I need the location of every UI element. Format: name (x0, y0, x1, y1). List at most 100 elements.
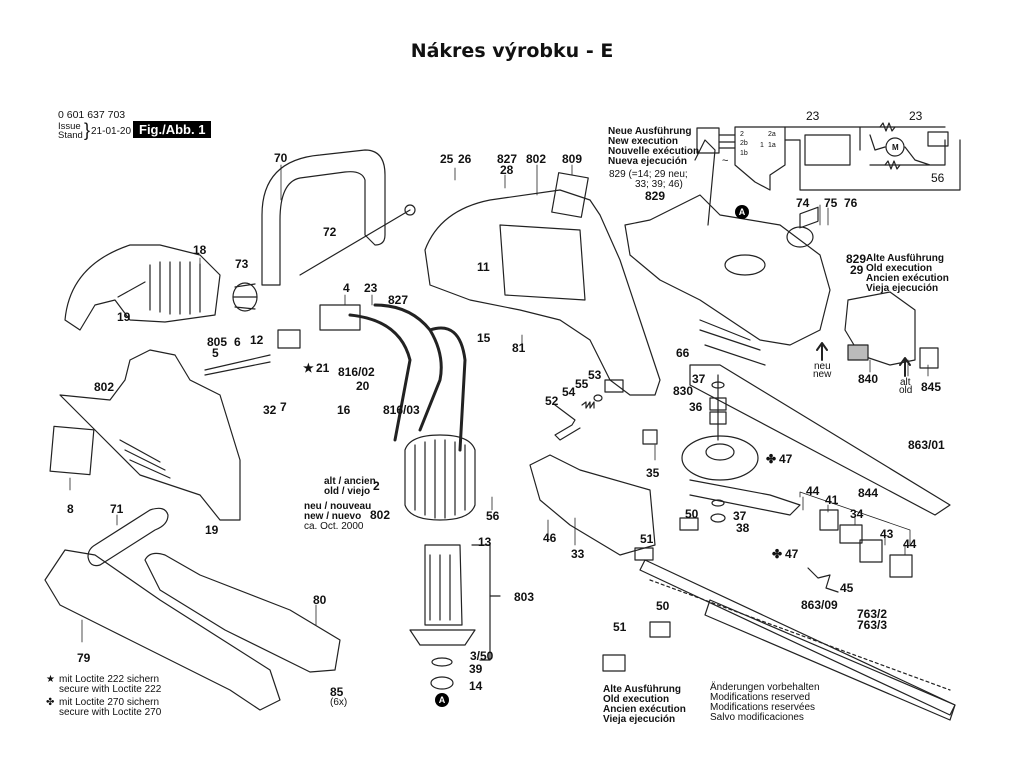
part-label-5: 5 (212, 346, 219, 360)
switch-terminal-2b: 2b (740, 140, 748, 147)
issue-label: Issue (58, 121, 81, 132)
part-label-845: 845 (921, 380, 942, 394)
armature (424, 544, 463, 626)
part-label-830: 830 (673, 384, 694, 398)
part-label-816-02: 816/02 (338, 365, 375, 379)
reference-marker-a-top: A (735, 205, 749, 219)
new-exec-de: Neue Ausführung (608, 126, 692, 137)
modifications-fr: Modifications reservées (710, 702, 816, 713)
part-label-71: 71 (110, 502, 124, 516)
part-label-47-top: 47 (779, 452, 793, 466)
part-label-72: 72 (323, 225, 337, 239)
lever-52 (554, 404, 581, 441)
cord-805 (204, 354, 271, 371)
part-label-81: 81 (512, 341, 526, 355)
rod-72 (299, 209, 411, 276)
motor-symbol (885, 137, 905, 157)
label-plate-8 (49, 425, 95, 476)
schematic-switch (734, 126, 786, 191)
guide-rail (704, 599, 956, 721)
cord-clamp-12 (277, 329, 301, 349)
part-label-29: 29 (850, 263, 864, 277)
brush-plate-44b (889, 554, 913, 578)
part-label-763-3: 763/3 (857, 618, 888, 632)
old-exec-top-fr: Ancien exécution (866, 273, 949, 284)
old-label: old (899, 385, 913, 396)
clamp-51-old (602, 654, 626, 672)
part-label-19-bottom: 19 (205, 523, 219, 537)
part-label-840: 840 (858, 372, 879, 386)
fan (409, 629, 476, 646)
part-label-36: 36 (689, 400, 703, 414)
reference-marker-a-bottom: A (435, 693, 449, 707)
part-label-827-top: 827 (497, 152, 518, 166)
part-label-76: 76 (844, 196, 858, 210)
old-exec-top-de: Alte Ausführung (866, 253, 944, 264)
arrow-neu (816, 342, 828, 361)
rod-head (404, 204, 416, 216)
part-label-85-qty: (6x) (330, 697, 348, 708)
star-icon: ★ (46, 674, 55, 685)
loctite-270-cross-icon-bottom: ✤ (772, 547, 783, 561)
schematic-box-right (927, 131, 949, 147)
gear-830 (681, 435, 759, 481)
cross-icon: ✤ (46, 697, 55, 708)
part-label-809: 809 (562, 152, 583, 166)
washer-37 (711, 381, 725, 389)
part-label-20: 20 (356, 379, 370, 393)
gear-housing (624, 194, 831, 346)
part-label-50-old: 50 (656, 599, 670, 613)
loctite-270-cross-icon-top: ✤ (766, 452, 777, 466)
part-label-18: 18 (193, 243, 207, 257)
part-label-16: 16 (337, 403, 351, 417)
part-label-7: 7 (280, 400, 287, 414)
part-label-34: 34 (850, 507, 864, 521)
modifications-en: Modifications reserved (710, 692, 811, 703)
part-label-85: 85 (330, 685, 344, 699)
saw-blade-863-09 (639, 559, 956, 716)
part-label-37-top: 37 (692, 372, 706, 386)
part-label-8: 8 (67, 502, 74, 516)
part-label-79: 79 (77, 651, 91, 665)
part-label-12: 12 (250, 333, 264, 347)
neu-label: neu (814, 361, 831, 372)
part-23-schematic-b: 23 (909, 109, 923, 123)
new-label: new (813, 369, 832, 380)
note-829-line1: 829 (=14; 29 neu; (609, 169, 688, 180)
brace-icon: } (84, 120, 91, 140)
part-label-763-2: 763/2 (857, 607, 888, 621)
part-label-56: 56 (486, 509, 500, 523)
label-plate-809 (551, 172, 589, 218)
legend-cross-line2: secure with Loctite 270 (59, 707, 162, 718)
part-label-51: 51 (640, 532, 654, 546)
spring-54 (581, 401, 595, 409)
switch-terminal-1: 1 (760, 142, 764, 149)
part-56-schematic: 56 (931, 171, 945, 185)
legend-star-line2: secure with Loctite 222 (59, 684, 162, 695)
old-exec-bottom-es: Vieja ejecución (603, 714, 676, 725)
part-label-19-top: 19 (117, 310, 131, 324)
modifications-de: Änderungen vorbehalten (710, 682, 820, 693)
clamp-50-old (649, 621, 671, 638)
cap-35 (642, 429, 658, 445)
part-label-816-03: 816/03 (383, 403, 420, 417)
switch-terminal-1b: 1b (740, 150, 748, 157)
part-label-47-bottom: 47 (785, 547, 799, 561)
old-exec-top-en: Old execution (866, 263, 933, 274)
brush-plate-44 (799, 206, 819, 229)
part-label-39: 39 (469, 662, 483, 676)
part-label-35: 35 (646, 466, 660, 480)
brush-41 (819, 509, 839, 531)
spring-45 (807, 567, 839, 593)
part-label-4: 4 (343, 281, 350, 295)
part-number: 0 601 637 703 (58, 109, 126, 121)
clamp-50 (679, 517, 699, 531)
part-label-3-50: 3/50 (470, 649, 494, 663)
part-label-2: 2 (373, 479, 380, 493)
brush-43 (859, 539, 883, 563)
plate-845 (919, 347, 939, 369)
part-label-33: 33 (571, 547, 585, 561)
variant-new-line1: neu / nouveau (304, 501, 372, 512)
part-label-54: 54 (562, 385, 576, 399)
